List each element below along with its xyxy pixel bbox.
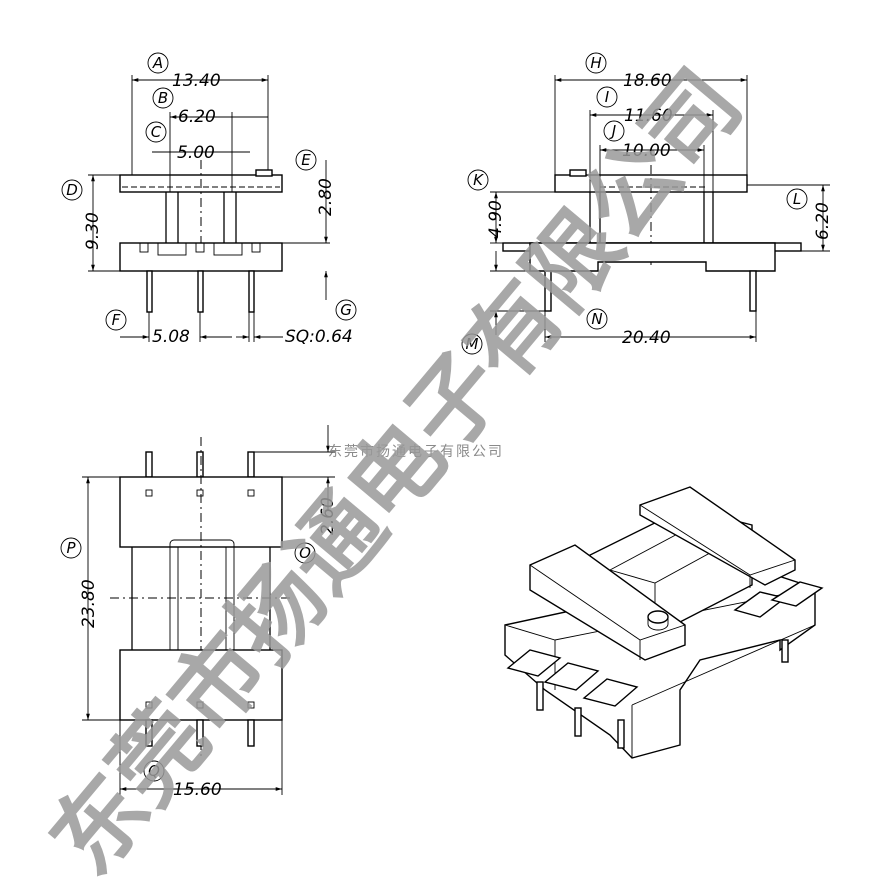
label-B: B [158, 89, 168, 107]
dim-K-value: 4.90 [486, 200, 506, 238]
label-M: M [466, 335, 479, 353]
dim-I-value: 11.60 [624, 106, 673, 126]
label-F: F [112, 311, 121, 329]
dim-C-value: 5.00 [177, 143, 215, 163]
dim-J-value: 10.00 [622, 141, 671, 161]
label-H: H [590, 54, 601, 72]
side-base [529, 242, 776, 272]
watermark-small: 东莞市扬通电子有限公司 [328, 443, 504, 460]
front-pin [248, 270, 255, 313]
iso-front-flange [529, 544, 686, 661]
label-C: C [151, 123, 162, 141]
dim-A-value: 13.40 [172, 71, 221, 91]
label-O: O [299, 544, 311, 562]
front-pin1-marker [255, 169, 273, 177]
dim-D-value: 9.30 [83, 212, 103, 250]
dim-G-value: SQ:0.64 [285, 327, 353, 347]
dim-O-value: 2.60 [318, 497, 338, 535]
dim-Q-value: 15.60 [173, 780, 222, 800]
dim-E-value: 2.80 [316, 178, 336, 216]
label-K: K [473, 171, 484, 189]
label-I: I [605, 88, 610, 106]
side-view: H 18.60 I 11.60 J 10.00 K 4.90 L 6.20 [461, 52, 833, 355]
label-G: G [340, 301, 352, 319]
dim-N-value: 20.40 [622, 328, 671, 348]
dim-F-value: 5.08 [152, 327, 190, 347]
label-A: A [152, 54, 163, 72]
label-Q: Q [148, 762, 160, 780]
bottom-view: P 23.80 O 2.60 Q 15.60 [60, 425, 338, 800]
label-J: J [609, 122, 616, 140]
label-N: N [591, 310, 602, 328]
dim-H-value: 18.60 [623, 71, 672, 91]
front-pin [146, 270, 153, 313]
label-P: P [66, 539, 76, 557]
side-pin [749, 270, 757, 312]
front-pin [197, 270, 204, 313]
label-D: D [66, 181, 78, 199]
label-E: E [301, 151, 311, 169]
iso-rear-flange [639, 486, 796, 586]
front-base [119, 242, 283, 272]
side-pin [544, 270, 552, 312]
label-L: L [793, 190, 801, 208]
dim-L-value: 6.20 [813, 202, 833, 240]
isometric-view [504, 486, 824, 759]
dim-P-value: 23.80 [79, 579, 99, 628]
front-view: A 13.40 B 6.20 C 5.00 D 9.30 E 2.80 [61, 52, 357, 347]
dim-B-value: 6.20 [178, 107, 216, 127]
